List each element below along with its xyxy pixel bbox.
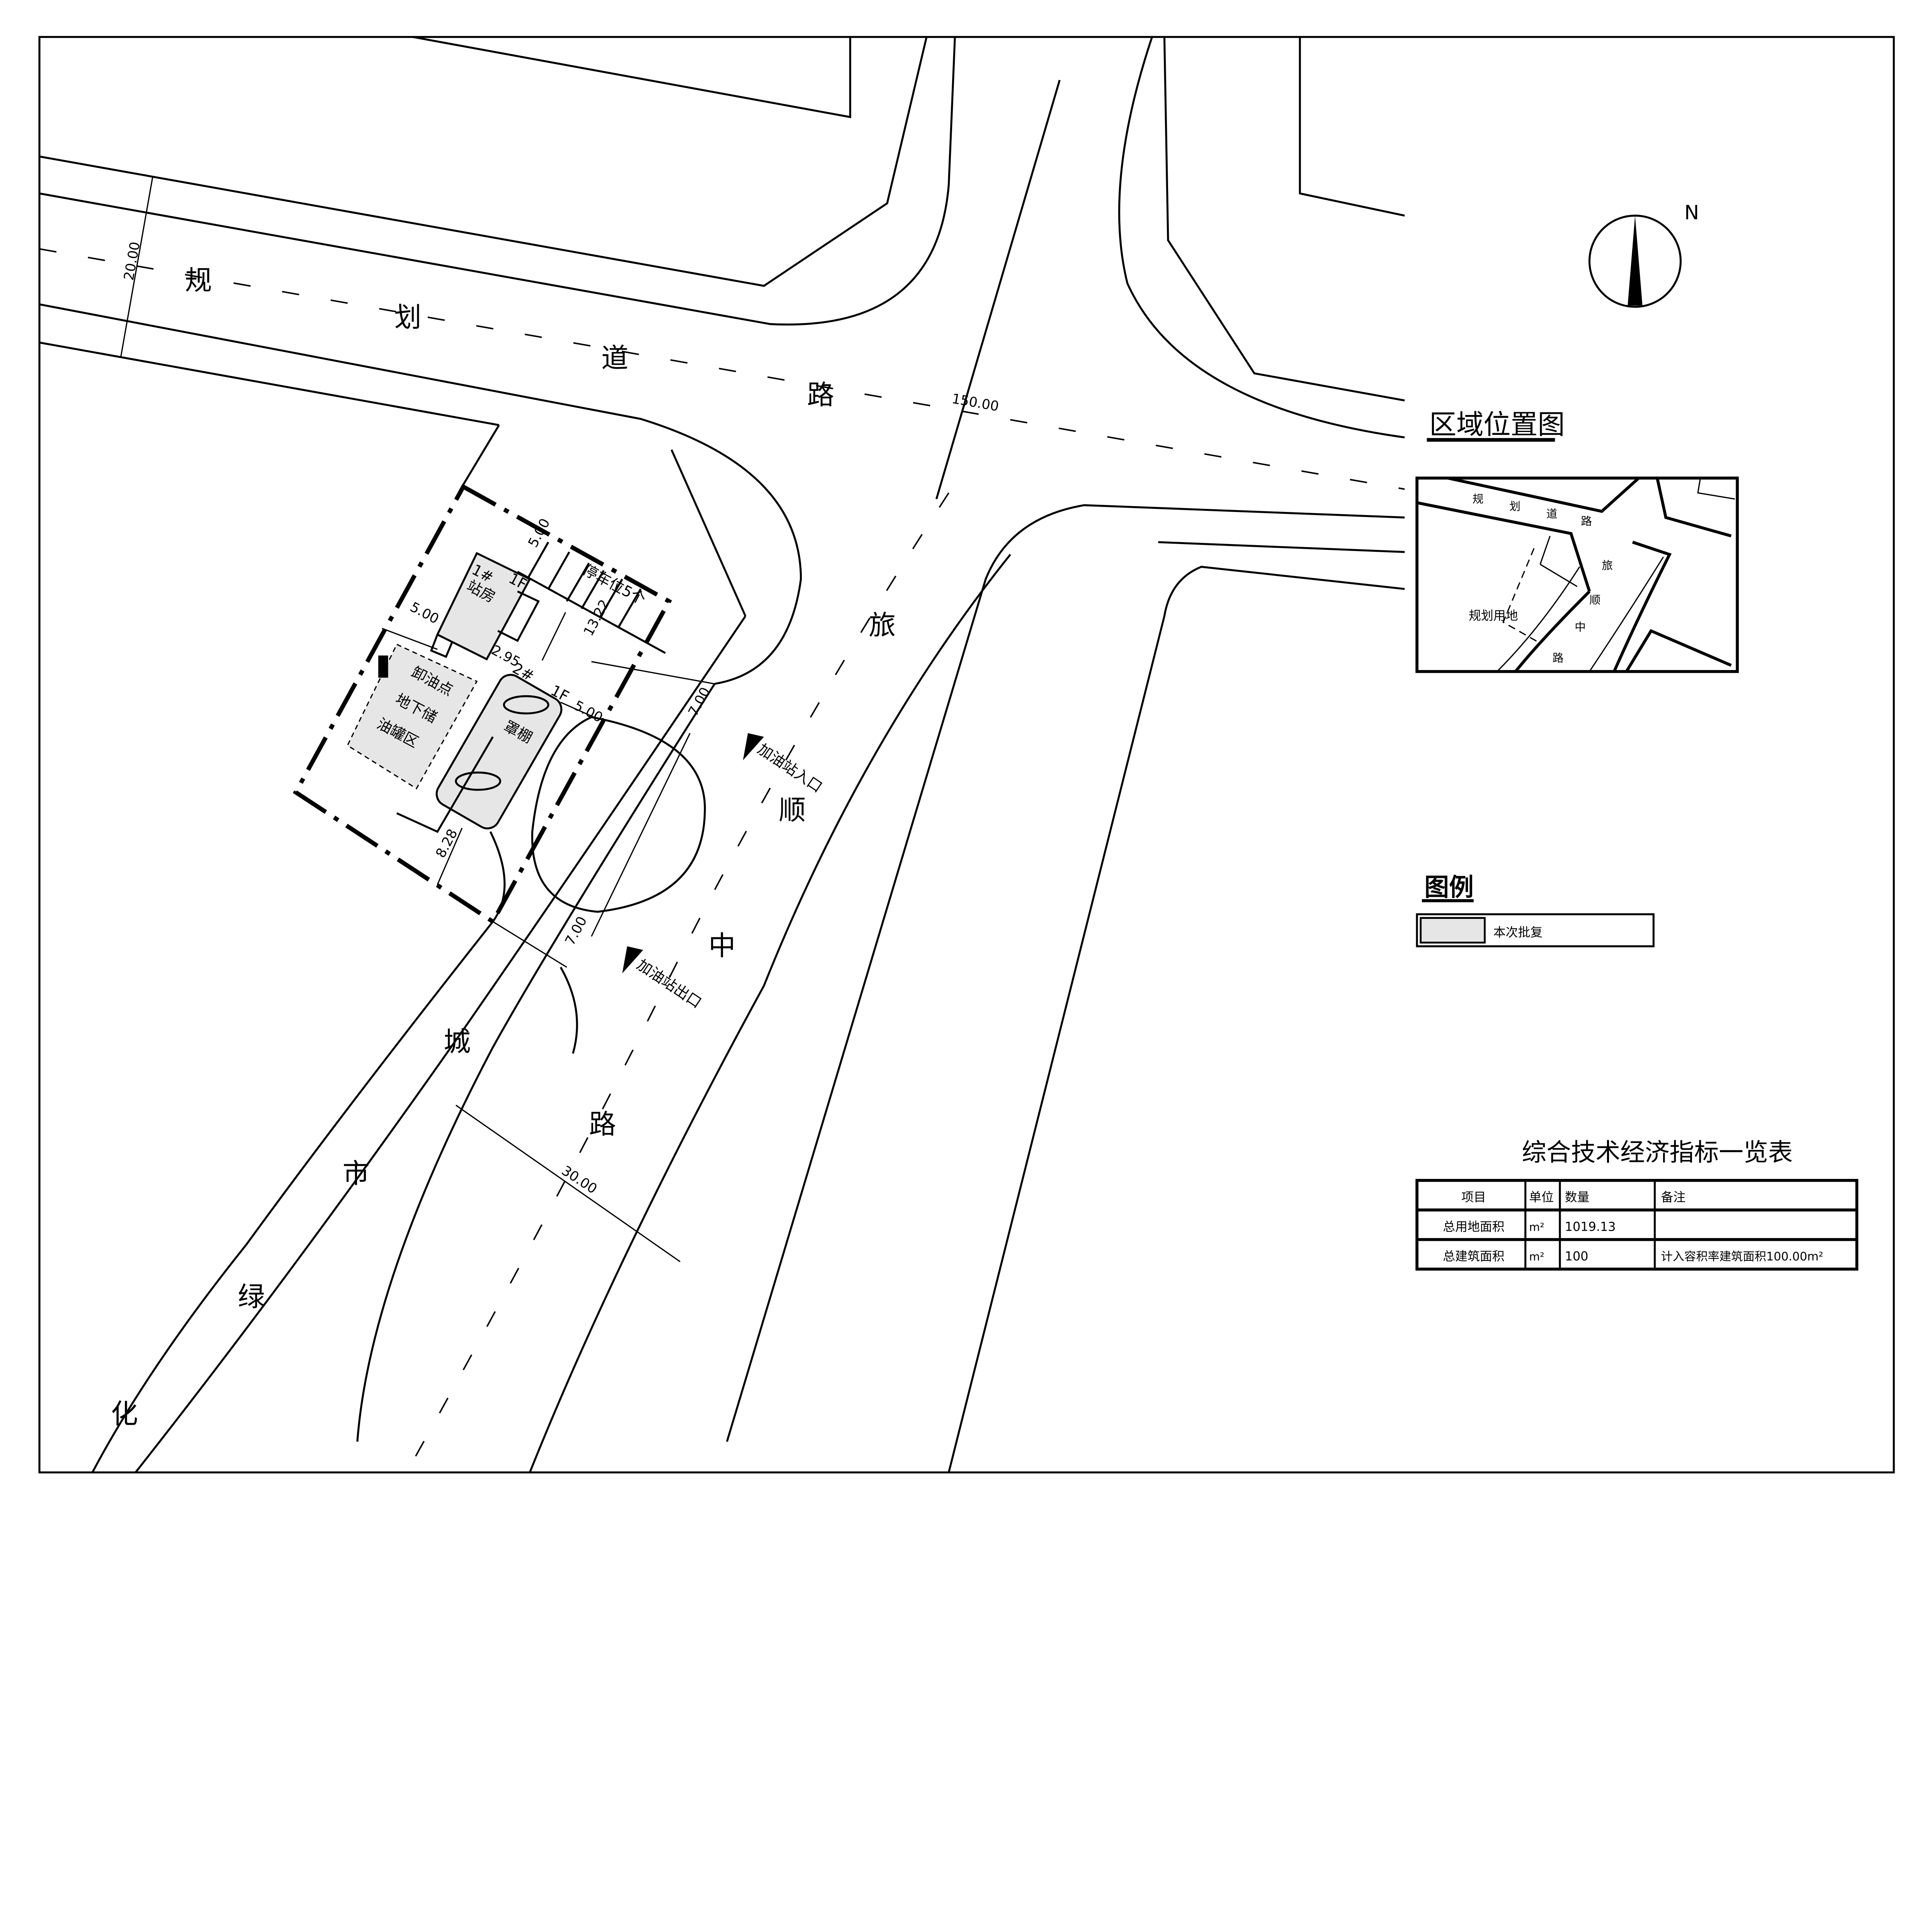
- dimension-label: 7.00: [562, 914, 590, 948]
- road-label: 划: [394, 301, 421, 333]
- table-cell: 100: [1565, 1249, 1588, 1264]
- dimension-label: 5.00: [407, 599, 441, 627]
- exit-label: 加油站出口: [634, 956, 705, 1012]
- fuel-dispenser-icon: [378, 655, 388, 678]
- map-road-label: 划: [1509, 500, 1520, 513]
- map-road-label: 顺: [1590, 594, 1601, 607]
- car-icon: [503, 695, 549, 714]
- road-label: 顺: [779, 794, 806, 826]
- road-label: 路: [807, 379, 834, 411]
- drawing-frame: [38, 36, 1895, 1474]
- exit-arrow-icon: [622, 946, 643, 974]
- dimension-label: 7.00: [685, 685, 713, 719]
- site-boundary: [293, 483, 672, 925]
- road-label: 旅: [869, 609, 896, 641]
- map-site-label: 规划用地: [1469, 608, 1518, 623]
- table-cell: 计入容积率建筑面积100.00m²: [1661, 1250, 1823, 1264]
- map-road-label: 中: [1575, 621, 1586, 634]
- dimension-label: 150.00: [951, 391, 1000, 415]
- map-road-label: 路: [1581, 514, 1592, 527]
- location-map: 区域位置图 规 划 道 路 旅 顺 中 路 规划用地: [1415, 408, 1739, 673]
- legend-swatch: [1420, 917, 1486, 944]
- legend-title: 图例: [1424, 873, 1474, 902]
- map-road-label: 路: [1553, 651, 1564, 664]
- car-icon: [455, 771, 502, 791]
- indicator-table: 综合技术经济指标一览表 项目 单位 数量 备注 总用地面积 m² 1019.13…: [1415, 1138, 1859, 1271]
- map-road-label: 规: [1473, 492, 1484, 505]
- table-header: 备注: [1661, 1190, 1685, 1204]
- dimension-label: 5.00: [571, 697, 605, 726]
- road-label: 市: [342, 1158, 369, 1189]
- table-cell: m²: [1529, 1221, 1544, 1234]
- table-cell: m²: [1529, 1250, 1544, 1263]
- road-label: 化: [111, 1398, 138, 1430]
- legend-item-label: 本次批复: [1493, 925, 1543, 939]
- entrance-label: 加油站入口: [754, 740, 825, 796]
- table-cell: 总建筑面积: [1443, 1249, 1504, 1264]
- legend: 图例 本次批复: [1416, 873, 1655, 947]
- north-arrow-icon: [1628, 216, 1643, 306]
- lvshun-road: [91, 80, 1061, 1473]
- road-label: 规: [185, 264, 212, 296]
- dimension-labels: 20.00 150.00 30.00 5.00 5.00 5.00 13.22 …: [121, 241, 1000, 1197]
- tank-area: [347, 643, 478, 790]
- parking-row: [517, 541, 666, 654]
- road-label: 中: [709, 930, 736, 961]
- road-labels: 规 划 道 路 旅 顺 中 路 城 市 绿 化: [111, 264, 896, 1430]
- road-label: 道: [601, 342, 628, 374]
- road-label: 城: [444, 1026, 471, 1058]
- table-header: 数量: [1565, 1190, 1590, 1204]
- dimension-label: 20.00: [121, 241, 143, 282]
- table-title: 综合技术经济指标一览表: [1522, 1138, 1793, 1167]
- table-header: 项目: [1461, 1190, 1486, 1204]
- location-map-title: 区域位置图: [1429, 408, 1565, 440]
- site-plan-drawing: 规 划 道 路 旅 顺 中 路 城 市 绿 化 20.00 150.00 30.…: [38, 36, 1895, 1474]
- table-cell: 1019.13: [1565, 1219, 1616, 1234]
- gas-station-site: [293, 483, 764, 974]
- map-road-label: 道: [1546, 507, 1558, 520]
- road-label: 绿: [238, 1281, 265, 1313]
- map-road-label: 旅: [1602, 559, 1613, 572]
- planned-road: [39, 36, 1405, 1473]
- entrance-arrow-icon: [743, 733, 764, 760]
- table-cell: 总用地面积: [1443, 1219, 1504, 1234]
- north-label: N: [1684, 202, 1699, 224]
- station-building: [436, 552, 531, 661]
- road-label: 路: [589, 1109, 616, 1140]
- table-header: 单位: [1529, 1190, 1554, 1204]
- north-arrow: N: [1588, 202, 1699, 308]
